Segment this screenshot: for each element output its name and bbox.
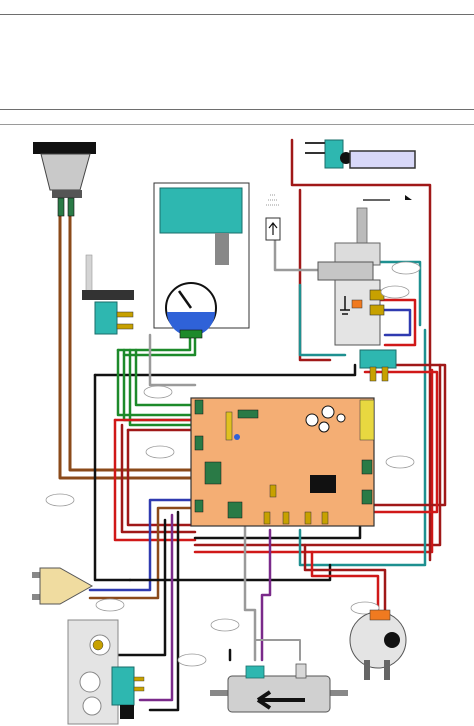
- wire-right-teal-2: [378, 260, 422, 327]
- upper-border-rule: [0, 124, 474, 125]
- wire-bottom-teal: [298, 328, 427, 567]
- label-bubble: [210, 618, 240, 632]
- label-bubble: [177, 653, 207, 667]
- power-plug: [32, 567, 94, 605]
- label-bubble: [391, 261, 421, 275]
- pressure-gauge: [165, 282, 217, 339]
- wire-plug-1: [88, 498, 197, 592]
- control-board: [190, 397, 375, 527]
- wire-brown-2: [68, 213, 197, 472]
- label-bubble: [380, 285, 410, 299]
- wire-right-to-board: [363, 363, 447, 507]
- wire-harness: [58, 138, 447, 712]
- wire-right-teal: [298, 283, 347, 357]
- label-bubble: [95, 598, 125, 612]
- wire-panel-1: [113, 518, 167, 657]
- microswitch-left: [82, 254, 134, 335]
- wire-plug-2: [88, 506, 197, 600]
- wire-green-5: [116, 333, 192, 352]
- front-panel-switch: [67, 619, 145, 725]
- wire-black-left: [93, 373, 132, 582]
- wire-brown-1: [58, 213, 197, 480]
- wire-green-3: [128, 348, 197, 427]
- wire-right-red-loop: [298, 188, 332, 362]
- wire-motor-grey-2: [254, 639, 301, 661]
- wire-grey-gauge: [148, 333, 197, 387]
- top-funnel-switch: [33, 142, 96, 217]
- label-bubble: [45, 493, 75, 507]
- label-bubble: [385, 455, 415, 469]
- wire-panel-2: [138, 513, 174, 702]
- wire-red-2: [120, 423, 197, 534]
- wire-plug-3: [128, 563, 332, 582]
- middle-rule: [0, 109, 474, 110]
- pump-cylinder: [210, 663, 348, 713]
- wire-bottom-red-2: [193, 368, 434, 554]
- top-rule: [0, 14, 474, 15]
- label-bubbles: [45, 261, 421, 667]
- wire-motor-grey: [243, 523, 257, 662]
- wire-black-top: [93, 363, 357, 377]
- label-bubble: [145, 445, 175, 459]
- wire-pump-red-2: [310, 550, 380, 614]
- wire-green-6: [122, 333, 197, 357]
- spray-nozzle: [265, 194, 281, 241]
- wire-green-4: [134, 348, 197, 407]
- wire-bottom-red-1: [193, 363, 442, 547]
- wire-right-blue: [378, 308, 412, 337]
- label-bubble: [143, 385, 173, 399]
- lamp-indicator: [305, 139, 416, 169]
- wire-green-1: [116, 348, 197, 417]
- wire-pump-red-1: [303, 543, 387, 614]
- wire-motor-purple: [260, 528, 272, 662]
- rotary-motor: [349, 609, 407, 680]
- thermoblock-valve-assembly: [317, 195, 412, 382]
- wire-red-1: [113, 418, 197, 542]
- wire-right-to-board-2: [363, 370, 439, 514]
- wire-right-grey: [273, 228, 322, 272]
- wire-right-red-3: [378, 298, 417, 347]
- wire-panel-3: [148, 510, 180, 712]
